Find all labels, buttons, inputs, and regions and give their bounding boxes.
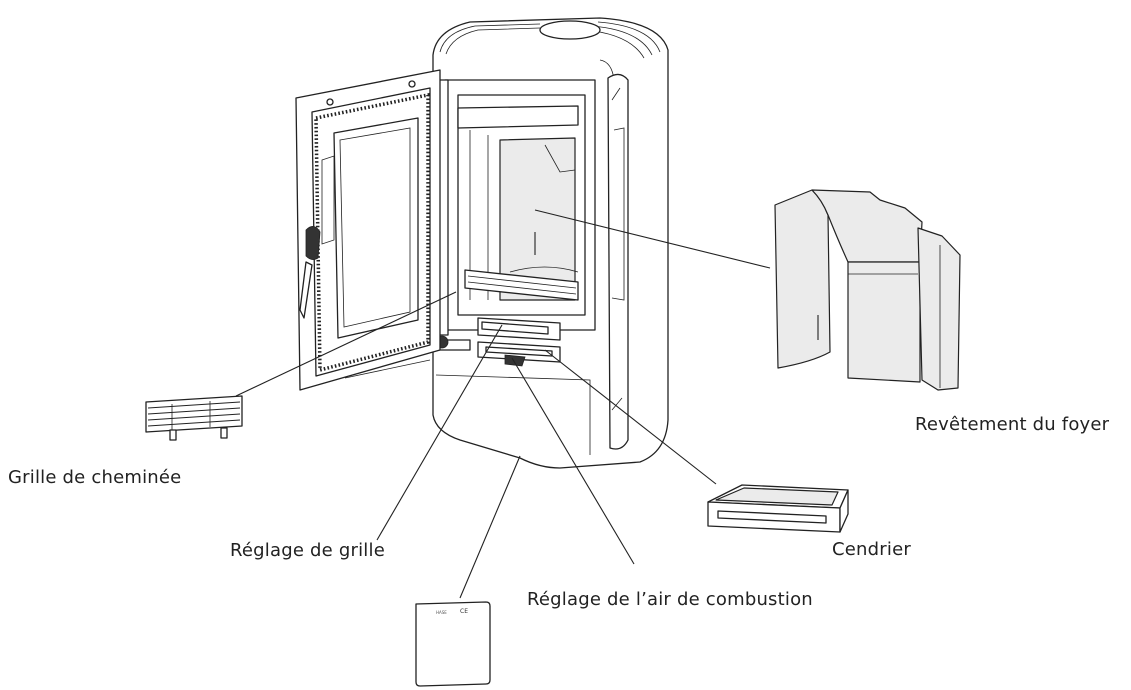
plate-marks: CE	[460, 608, 468, 615]
leader-revetement	[534, 209, 771, 269]
air-control-lever	[504, 354, 526, 367]
label-reglage-air: Réglage de l’air de combustion	[527, 589, 813, 610]
plate-brand: HASE	[436, 610, 447, 615]
leader-lines	[235, 209, 771, 599]
leader-plaque	[459, 455, 521, 599]
ash-pan-part	[707, 484, 849, 533]
side-window	[607, 73, 629, 450]
leader-reglage-grille	[376, 324, 503, 541]
chimney-grille-part	[145, 395, 243, 441]
leader-cendrier	[544, 349, 717, 485]
label-revetement-foyer: Revêtement du foyer	[915, 414, 1110, 435]
nameplate-part: HASE CE	[415, 601, 491, 687]
label-reglage-grille: Réglage de grille	[230, 540, 385, 561]
firebox-lining-part	[774, 189, 961, 391]
label-cendrier: Cendrier	[832, 539, 911, 560]
firebox-grate	[464, 266, 579, 301]
grate-adjust-slot	[481, 321, 549, 335]
stove-body	[431, 17, 669, 469]
flue-outlet	[539, 20, 601, 40]
leader-air	[511, 357, 635, 565]
door-handle	[305, 226, 321, 260]
leader-grille	[235, 291, 457, 397]
label-grille-cheminee: Grille de cheminée	[8, 467, 182, 488]
open-door	[295, 69, 441, 391]
